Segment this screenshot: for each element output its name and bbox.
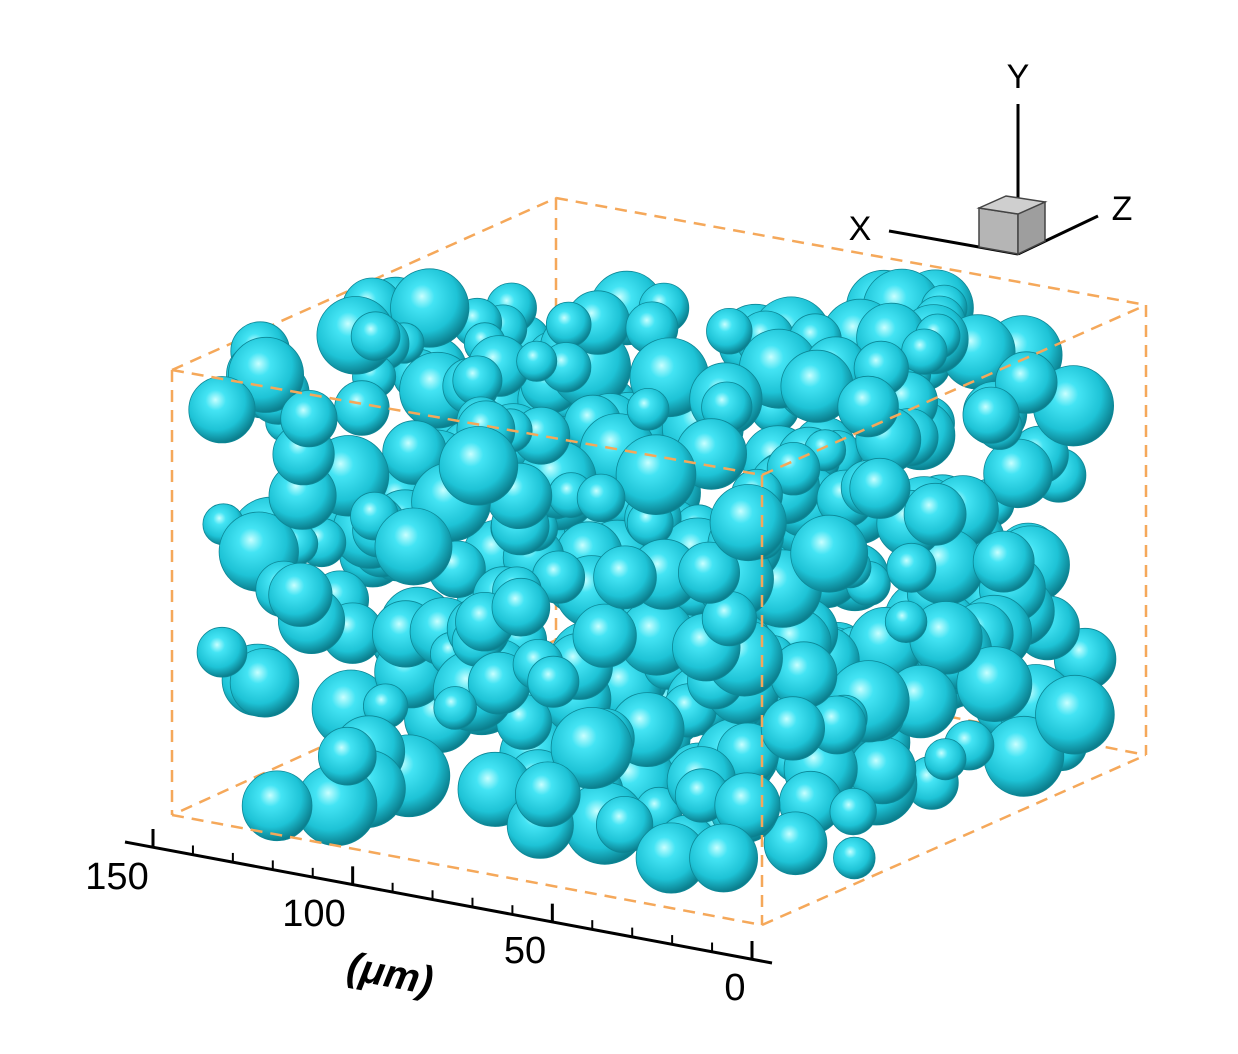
- scale-axis: 150 100 50 0 (μm): [85, 829, 773, 1009]
- sphere-particle: [849, 457, 911, 519]
- sphere-particle: [626, 387, 670, 431]
- box-edge: [761, 303, 1147, 477]
- tick-label-100: 100: [282, 893, 345, 935]
- sphere-particle: [491, 577, 551, 637]
- box-edge: [761, 753, 1147, 927]
- tick-label-150: 150: [85, 856, 148, 898]
- sphere-particle: [763, 811, 828, 876]
- tick-label-0: 0: [724, 967, 745, 1009]
- bounding-box-front: [170, 303, 1148, 927]
- sphere-particle: [790, 514, 869, 593]
- triad-label-y: Y: [1007, 58, 1030, 96]
- scale-axis-unit-label: (μm): [344, 944, 437, 1003]
- sphere-particle: [615, 434, 697, 516]
- sphere-particle: [1035, 674, 1115, 755]
- sphere-particle: [829, 787, 877, 836]
- sphere-particle: [595, 795, 654, 854]
- sphere-particle: [280, 389, 338, 448]
- tick-label-50: 50: [504, 930, 546, 972]
- sphere-particle: [903, 482, 967, 546]
- sphere-particle: [576, 473, 626, 523]
- sphere-particle: [241, 770, 313, 842]
- sphere-particle: [924, 738, 967, 781]
- sphere-particle: [884, 600, 928, 643]
- sphere-particle: [886, 542, 937, 593]
- triad-label-z: Z: [1112, 190, 1133, 228]
- sphere-cluster: [188, 268, 1117, 894]
- sphere-particle: [956, 646, 1033, 722]
- sphere-particle: [188, 376, 256, 444]
- sphere-particle: [514, 761, 581, 828]
- sphere-particle: [550, 707, 633, 790]
- sphere-particle: [833, 836, 876, 880]
- sphere-particle: [317, 726, 377, 786]
- sphere-particle: [433, 686, 478, 730]
- scale-axis-line: [124, 840, 773, 965]
- sphere-particle: [196, 626, 248, 678]
- sphere-particle: [268, 562, 333, 627]
- sphere-particle: [516, 340, 558, 382]
- sphere-particle: [527, 655, 580, 708]
- sphere-particle: [972, 530, 1035, 593]
- orientation-triad: Y X Z: [849, 58, 1133, 256]
- sphere-particle: [760, 696, 826, 761]
- sphere-particle: [706, 308, 753, 355]
- sphere-particle: [962, 386, 1020, 444]
- sphere-particle: [593, 545, 657, 610]
- triad-label-x: X: [849, 210, 872, 248]
- sphere-particle: [229, 648, 300, 718]
- sphere-particle: [572, 603, 637, 668]
- sphere-particle: [689, 823, 758, 893]
- sphere-particle: [837, 375, 899, 438]
- sphere-particle: [678, 541, 741, 604]
- triad-cube-icon: [976, 195, 1048, 256]
- box-edge: [171, 813, 763, 927]
- sphere-particle: [709, 484, 787, 562]
- sphere-particle: [350, 311, 401, 362]
- sphere-particle: [334, 380, 390, 436]
- scale-axis-ticks: [151, 829, 754, 959]
- sphere-particle: [374, 507, 453, 586]
- sphere-particle: [438, 426, 519, 506]
- sphere-particle: [545, 301, 592, 348]
